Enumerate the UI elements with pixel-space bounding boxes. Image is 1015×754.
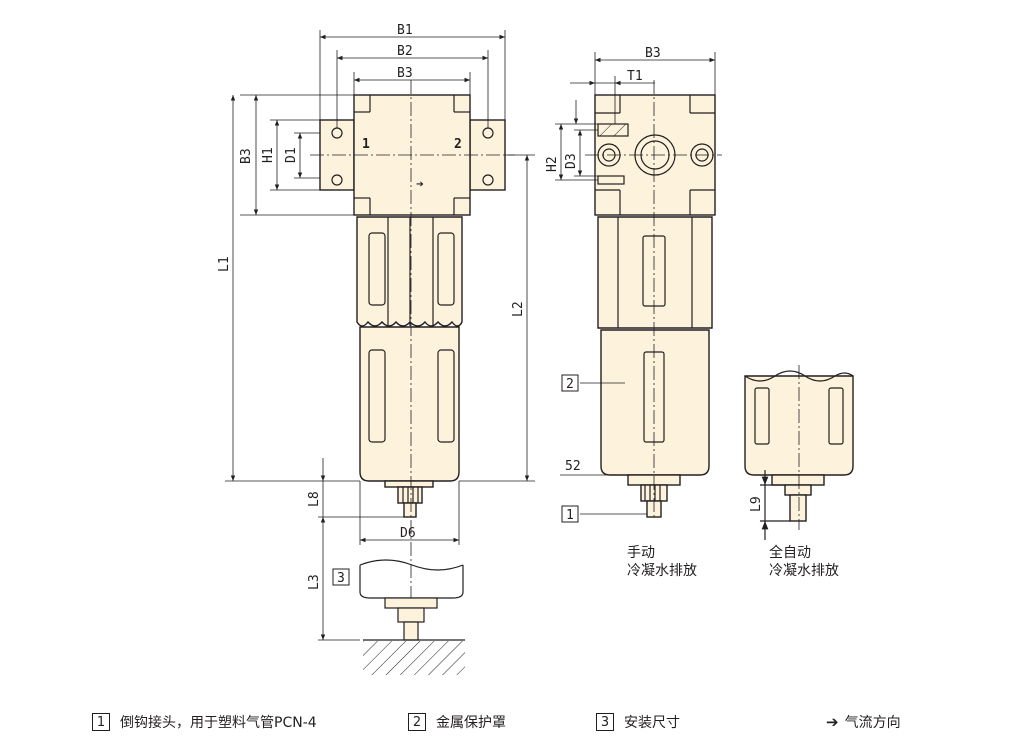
dim-l9: L9	[749, 496, 764, 512]
side-centerlines	[585, 80, 722, 520]
dim-d3: D3	[564, 153, 579, 169]
legend-text-2: 金属保护罩	[436, 715, 506, 731]
legend-num-3: 3	[596, 713, 614, 731]
technical-drawing: 1 2 ➔ B1	[217, 23, 854, 675]
dim-l2: L2	[511, 301, 526, 317]
side-bowl-lower	[600, 329, 710, 476]
callout-2: 2	[566, 377, 574, 392]
dim-b3: B3	[397, 66, 413, 81]
dim-wrench-size: 52	[565, 459, 581, 474]
legend-item-3: 3 安装尺寸	[596, 711, 680, 733]
manual-drain-caption-line2: 冷凝水排放	[627, 563, 697, 579]
flow-direction-arrow-icon: ➔	[826, 713, 839, 731]
callout-2-box	[561, 374, 579, 392]
legend-num-1: 1	[92, 713, 110, 731]
legend-flow-text: 气流方向	[844, 715, 901, 731]
callout-3: 3	[337, 571, 345, 586]
front-dimension-lines	[225, 30, 535, 641]
dim-l3: L3	[307, 574, 322, 590]
legend-text-1: 倒钩接头，用于塑料气管PCN-4	[120, 715, 317, 731]
dim-h2: H2	[545, 156, 560, 172]
dim-b3-vertical: B3	[239, 148, 254, 164]
front-view-details	[331, 95, 494, 503]
front-centerlines	[310, 80, 515, 640]
legend-num-2: 2	[408, 713, 426, 731]
front-view	[319, 94, 506, 518]
legend-item-2: 2 金属保护罩	[408, 711, 506, 733]
drain-nipple	[403, 502, 417, 518]
dim-l8: L8	[307, 491, 322, 507]
dim-h1: H1	[261, 147, 276, 163]
dim-b2: B2	[397, 44, 413, 59]
mounting-detail	[359, 559, 465, 675]
bowl-break-line	[359, 559, 464, 571]
side-dimension-lines	[555, 52, 716, 515]
dim-t1: T1	[627, 69, 643, 84]
auto-drain-view	[744, 375, 854, 522]
legend-flow-direction: ➔ 气流方向	[826, 711, 901, 733]
auto-drain-caption-line1: 全自动	[769, 544, 811, 561]
drain-base	[384, 480, 434, 488]
dim-l1: L1	[217, 256, 232, 272]
dim-d6: D6	[400, 526, 416, 541]
flow-arrow-icon: ➔	[416, 177, 424, 192]
manual-drain-caption-line1: 手动	[627, 545, 655, 561]
auto-drain-caption-line2: 冷凝水排放	[769, 563, 839, 579]
side-bowl-upper	[597, 216, 713, 329]
legend-text-3: 安装尺寸	[624, 715, 680, 731]
legend-item-1: 1 倒钩接头，用于塑料气管PCN-4	[92, 711, 317, 733]
dim-b3-side: B3	[645, 46, 661, 61]
callout-1: 1	[566, 508, 574, 523]
callout-3-box	[332, 568, 350, 586]
dim-b1: B1	[397, 23, 413, 38]
auto-drain-details	[744, 370, 854, 540]
port-out-label: 2	[454, 137, 462, 152]
auto-bowl	[744, 375, 854, 476]
ground-hatch	[363, 641, 465, 675]
dim-d1: D1	[284, 147, 299, 163]
callout-1-box	[561, 505, 579, 523]
port-in-label: 1	[362, 137, 370, 152]
